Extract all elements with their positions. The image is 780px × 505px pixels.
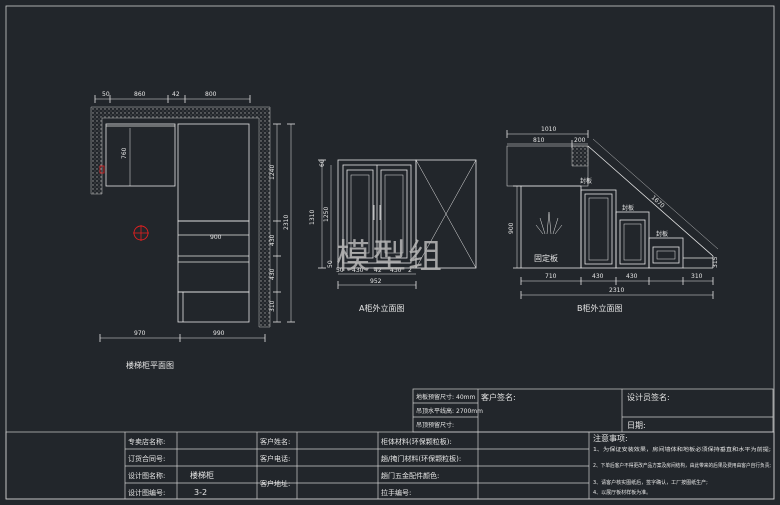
floor-reserve-value: 40mm <box>456 394 475 401</box>
handle-no-label: 拉手编号: <box>381 488 411 497</box>
b-dim-b2: 430 <box>592 273 604 280</box>
client-address-label: 客户地址: <box>260 479 290 488</box>
b-fixed-panel: 固定板 <box>534 253 558 263</box>
note-1: 1、为保证安装效果，房间墙体和地板必须保持垂直和水平为前提; <box>593 446 771 453</box>
plan-dim-right-2: 430 <box>269 234 276 246</box>
plan-dim-bottom-2: 990 <box>213 330 225 337</box>
client-name-label: 客户姓名: <box>260 437 290 446</box>
date-label: 日期: <box>627 421 646 430</box>
plan-dim-2: 860 <box>134 91 146 98</box>
ceiling-level-value: 2700mm <box>456 408 483 415</box>
plan-title: 楼梯柜平面图 <box>126 360 174 370</box>
elevation-b <box>506 130 719 299</box>
a-dim-base: 50 <box>327 260 334 268</box>
plan-wall <box>90 106 271 328</box>
b-seal-1: 封板 <box>580 177 592 185</box>
plan-dim-left: 760 <box>121 147 128 159</box>
ceiling-reserve-label: 吊顶预留尺寸: <box>416 421 454 429</box>
marker-a-icon <box>99 165 105 174</box>
a-dim-b5: 2 <box>408 267 412 274</box>
a-dim-height: 1310 <box>309 210 316 225</box>
plan-view <box>90 95 295 342</box>
client-phone-label: 客户电话: <box>260 454 290 463</box>
plan-drawer-dim: 900 <box>210 234 222 241</box>
b-dim-left: 900 <box>508 222 515 234</box>
b-dim-b1: 710 <box>545 273 557 280</box>
plan-dim-right-4: 310 <box>269 300 276 312</box>
b-seal-2: 封板 <box>622 204 634 212</box>
plan-dim-right-3: 430 <box>269 268 276 280</box>
plan-dim-bottom-1: 970 <box>134 330 146 337</box>
designer-sign: 设计员签名: <box>627 392 670 402</box>
plan-dim-3: 42 <box>172 91 180 98</box>
drawing-no-label: 设计图编号: <box>128 488 165 497</box>
a-dim-top: 60 <box>319 159 326 167</box>
plan-dim-1: 50 <box>102 91 110 98</box>
a-dim-door-height: 1250 <box>323 207 330 222</box>
plan-overall-height: 2310 <box>283 215 290 230</box>
elevation-a <box>318 159 477 289</box>
note-3: 3、请客户核实图纸后，签字确认，工厂按图纸生产; <box>593 479 708 486</box>
a-dim-b2: 430 <box>352 267 364 274</box>
b-dim-total: 2310 <box>609 287 624 294</box>
b-dim-b4: 310 <box>691 273 703 280</box>
notes-title: 注意事项: <box>593 433 628 443</box>
note-2: 2、下单后客户不得更改产品方案及房间结构，由此带来的后果及费用由客户自行负责; <box>593 462 771 469</box>
sign-box <box>412 388 774 433</box>
a-dim-b4: 430 <box>390 267 402 274</box>
a-dim-b1: 50 <box>336 267 344 274</box>
b-dim-1010: 1010 <box>541 126 556 133</box>
cabinet-material-label: 柜体材料(环保颗粒板): <box>381 437 452 446</box>
b-seal-3: 封板 <box>656 230 668 238</box>
title-block <box>5 431 775 500</box>
client-sign: 客户签名: <box>481 392 516 402</box>
contract-no-label: 订货合同号: <box>128 454 165 463</box>
drawing-name-label: 设计图名称: <box>128 471 165 480</box>
drawing-name-value: 楼梯柜 <box>190 470 214 480</box>
b-dim-810: 810 <box>533 137 545 144</box>
elevation-a-title: A柜外立面图 <box>359 303 404 313</box>
hardware-color-label: 趟门五金配件颜色: <box>381 471 439 480</box>
note-4: 4、以展厅板材样板为准。 <box>593 489 651 496</box>
b-dim-b3: 430 <box>626 273 638 280</box>
plan-dim-right-1: 1240 <box>269 165 276 180</box>
door-material-label: 趟/掩门材料(环保颗粒板): <box>381 454 461 463</box>
a-dim-total: 952 <box>370 278 382 285</box>
b-dim-200: 200 <box>574 137 586 144</box>
elevation-b-title: B柜外立面图 <box>577 303 623 313</box>
a-dim-b3: 42 <box>374 267 382 274</box>
ceiling-level-label: 吊顶水平线高: <box>416 407 454 415</box>
watermark: 模型组 <box>336 237 444 277</box>
drawing-no-value: 3-2 <box>194 488 207 497</box>
store-name-label: 专卖店名称: <box>128 437 165 446</box>
floor-reserve-label: 地板预留尺寸: <box>416 393 454 401</box>
b-dim-right: 315 <box>712 256 719 268</box>
plan-dim-4: 800 <box>205 91 217 98</box>
